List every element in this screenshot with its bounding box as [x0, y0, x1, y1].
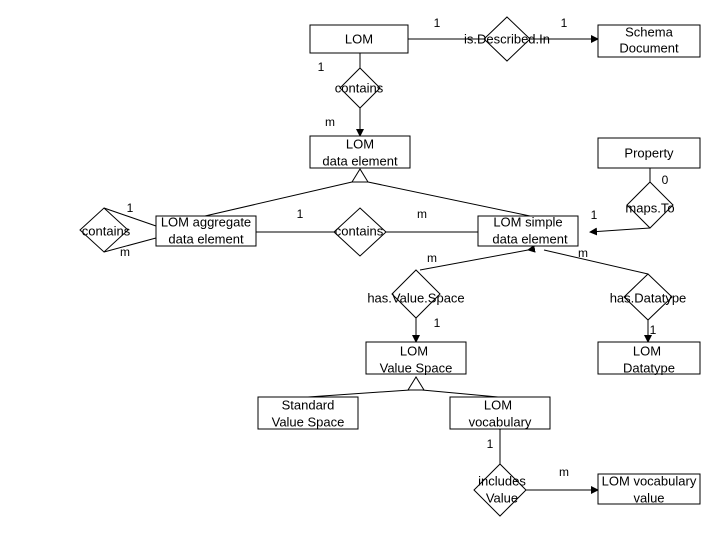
line-simple-hasvaluespace	[419, 244, 536, 271]
relation-is-described-in: is.Described.In	[464, 16, 550, 62]
entity-lom-aggregate-line1: LOM aggregate	[161, 215, 251, 230]
entity-standard-value-space-line1: Standard	[282, 398, 335, 413]
card-left-contains-1: 1	[127, 201, 134, 215]
card-hasdatatype-datatype: 1	[650, 323, 657, 337]
card-mid-contains-1: 1	[297, 207, 304, 221]
entity-lom-value-space: LOM Value Space	[365, 341, 467, 376]
entity-lom-data-element-line2: data element	[322, 154, 398, 169]
entity-lom-aggregate-line2: data element	[168, 232, 244, 247]
card-simple-hasvaluespace: m	[427, 251, 437, 265]
card-hasvaluespace-valuespace: 1	[434, 316, 441, 330]
relation-contains-mid: contains	[333, 207, 387, 257]
relation-contains-top: contains	[335, 67, 384, 109]
entity-lom-vocabulary: LOM vocabulary	[449, 396, 551, 430]
relation-contains-left-label: contains	[82, 224, 131, 239]
line-gen-standard	[307, 389, 411, 398]
entity-lom-simple-data-element: LOM simple data element	[477, 215, 579, 247]
line-simple-hasdatatype	[543, 249, 649, 275]
card-mid-contains-m: m	[417, 207, 427, 221]
card-simple-hasdatatype: m	[578, 246, 588, 260]
connectors	[103, 35, 652, 494]
relation-contains-top-label: contains	[335, 81, 384, 96]
entity-lom-value-space-line1: LOM	[400, 344, 428, 359]
card-isdescribed-schema: 1	[561, 16, 568, 30]
entity-property: Property	[597, 137, 701, 169]
cardinalities: 1 1 1 m 0 1 1 m 1 m m m 1 1 1 m	[120, 16, 669, 479]
card-vocab-includes: 1	[487, 437, 494, 451]
entity-lom-simple-line1: LOM simple	[493, 215, 562, 230]
entity-property-label: Property	[624, 146, 674, 161]
relation-has-value-space: has.Value.Space	[367, 269, 465, 319]
entity-lom-vocabulary-line2: vocabulary	[469, 415, 532, 430]
card-lom-contains: 1	[318, 60, 325, 74]
line-gen-aggregate	[204, 181, 353, 217]
card-contains-dataelement: m	[325, 115, 335, 129]
entity-standard-value-space-line2: Value Space	[272, 415, 345, 430]
entity-standard-value-space: Standard Value Space	[257, 396, 359, 430]
card-lom-isdescribed: 1	[434, 16, 441, 30]
card-includes-vocabvalue: m	[559, 465, 569, 479]
entity-lom-datatype: LOM Datatype	[597, 341, 701, 376]
card-left-contains-m: m	[120, 245, 130, 259]
relation-maps-to: maps.To	[625, 181, 675, 229]
line-gen-simple	[367, 181, 531, 217]
relation-contains-left: contains	[79, 207, 131, 253]
entity-lom-simple-line2: data element	[492, 232, 568, 247]
card-property-mapsto: 0	[662, 173, 669, 187]
entity-schema-document-line2: Document	[619, 41, 679, 56]
card-mapsto-simple: 1	[591, 208, 598, 222]
entity-lom-vocabulary-line1: LOM	[484, 398, 512, 413]
entity-lom: LOM	[309, 24, 409, 54]
entity-lom-label: LOM	[345, 32, 373, 47]
relation-has-datatype: has.Datatype	[610, 273, 687, 321]
relation-maps-to-label: maps.To	[625, 201, 674, 216]
relation-includes-value: includes Value	[473, 463, 527, 517]
line-aggregate-leftcontains-bottom	[103, 237, 157, 253]
entity-lom-datatype-line2: Datatype	[623, 361, 675, 376]
relation-includes-value-line1: includes	[478, 474, 526, 489]
entity-lom-datatype-line1: LOM	[633, 344, 661, 359]
line-gen-vocabulary	[421, 389, 499, 398]
entity-lom-aggregate-data-element: LOM aggregate data element	[155, 215, 257, 247]
entity-lom-vocabulary-value: LOM vocabulary value	[597, 473, 701, 506]
entity-lom-vocabulary-value-line2: value	[633, 491, 664, 506]
line-aggregate-leftcontains-top	[103, 207, 164, 233]
entity-lom-data-element: LOM data element	[309, 135, 411, 169]
relation-has-value-space-label: has.Value.Space	[367, 291, 464, 306]
entity-lom-data-element-line1: LOM	[346, 137, 374, 152]
entity-schema-document: Schema Document	[597, 24, 701, 58]
generalization-triangle-valuespace	[407, 376, 425, 391]
entity-lom-value-space-line2: Value Space	[380, 361, 453, 376]
relation-is-described-in-label: is.Described.In	[464, 32, 550, 47]
relation-includes-value-line2: Value	[486, 491, 518, 506]
entity-lom-vocabulary-value-line1: LOM vocabulary	[602, 474, 697, 489]
relation-has-datatype-label: has.Datatype	[610, 291, 687, 306]
entity-schema-document-line1: Schema	[625, 25, 673, 40]
relation-contains-mid-label: contains	[335, 224, 384, 239]
line-mapsto-simple	[589, 227, 651, 236]
generalization-triangle-dataelement	[351, 168, 369, 183]
